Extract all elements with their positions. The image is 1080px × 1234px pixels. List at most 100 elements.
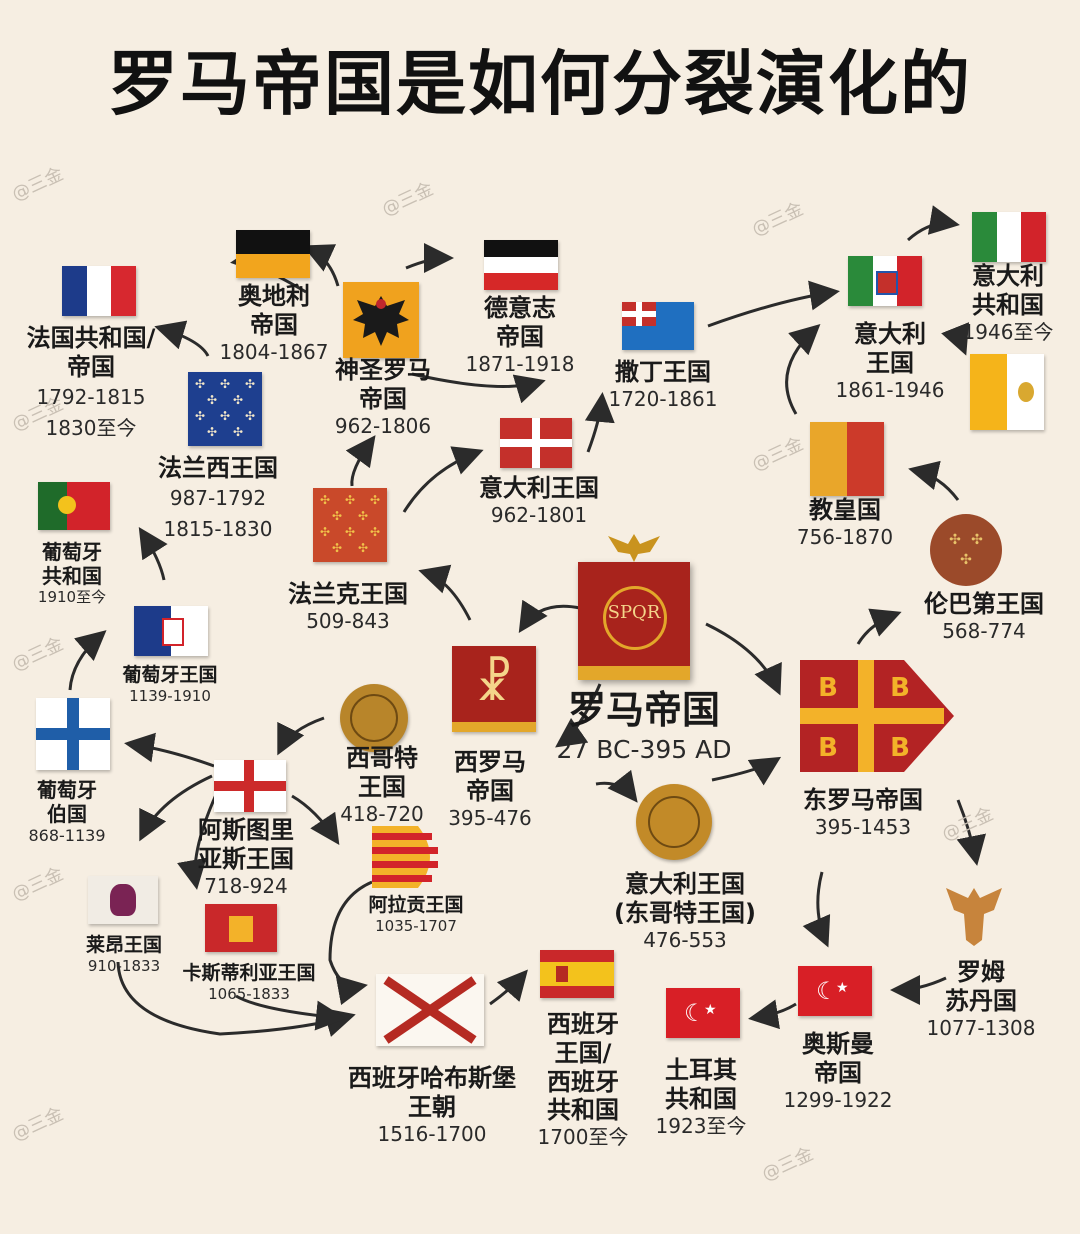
- connector-arrow: [68, 630, 107, 691]
- node-lombard: 伦巴第王国 568-774: [910, 590, 1058, 644]
- node-papal-years: 756-1870: [796, 524, 894, 549]
- node-papal-name: 教皇国: [809, 496, 881, 524]
- connector-arrow: [584, 392, 615, 453]
- svg-text:B: B: [890, 733, 910, 763]
- svg-text:✣: ✣: [245, 409, 255, 423]
- node-habsburg-spain-name: 西班牙哈布斯堡 王朝: [348, 1064, 516, 1121]
- node-ostrogoth-name: 意大利王国 (东哥特王国): [614, 870, 756, 927]
- connector-arrow: [138, 526, 168, 581]
- leon-flag: [88, 876, 158, 924]
- node-austria-years: 1804-1867: [219, 339, 329, 364]
- svg-text:✣: ✣: [332, 541, 342, 555]
- node-castile-name: 卡斯蒂利亚王国: [182, 962, 316, 984]
- turkey-flag: ☾ ★: [666, 988, 740, 1038]
- node-ottoman-years: 1299-1922: [783, 1087, 893, 1112]
- connector-arrow: [705, 622, 782, 696]
- node-hre-name: 神圣罗马 帝国: [335, 356, 431, 413]
- node-roman-empire: 罗马帝国 27 BC-395 AD: [546, 688, 742, 765]
- papal-states-flag: [810, 422, 884, 496]
- holy-roman-empire-flag: [343, 282, 419, 358]
- node-germany-name: 德意志 帝国: [484, 294, 556, 351]
- svg-text:✣: ✣: [949, 532, 961, 548]
- node-visigoth-name: 西哥特 王国: [346, 744, 418, 801]
- connector-arrow: [139, 774, 213, 842]
- node-frank: 法兰克王国 509-843: [272, 580, 424, 634]
- connector-arrow: [595, 769, 638, 803]
- connector-arrow: [518, 599, 581, 634]
- connector-arrow: [489, 969, 528, 1006]
- connector-arrow: [345, 435, 376, 487]
- node-west-rome-name: 西罗马 帝国: [454, 748, 526, 805]
- node-west-rome-years: 395-476: [448, 805, 532, 830]
- aragon-flag: [372, 826, 442, 888]
- svg-text:✣: ✣: [195, 377, 205, 391]
- node-italy-republic-years: 1946至今: [962, 319, 1054, 344]
- node-germany: 德意志 帝国 1871-1918: [450, 294, 590, 377]
- connector-arrow: [302, 244, 340, 287]
- vatican-flag: [970, 354, 1044, 430]
- asturias-flag: [214, 760, 286, 812]
- node-leon: 莱昂王国 910-1833: [66, 934, 182, 976]
- node-frank-name: 法兰克王国: [288, 580, 408, 608]
- connector-arrow: [555, 683, 602, 748]
- node-france-republic-name: 法国共和国/ 帝国: [26, 324, 156, 381]
- page-title: 罗马帝国是如何分裂演化的: [108, 43, 972, 125]
- node-portugal-county-years: 868-1139: [28, 826, 106, 845]
- node-asturias: 阿斯图里 亚斯王国 718-924: [184, 816, 308, 899]
- spain-flag: [540, 950, 614, 998]
- ostrogoth-coin: [636, 784, 712, 860]
- portugal-county-flag: [36, 698, 110, 770]
- connector-arrow: [411, 372, 546, 404]
- node-asturias-years: 718-924: [204, 873, 288, 898]
- node-ostrogoth-years: 476-553: [643, 927, 727, 952]
- svg-text:B: B: [818, 673, 838, 703]
- connector-arrow: [908, 460, 960, 501]
- node-habsburg-spain: 西班牙哈布斯堡 王朝 1516-1700: [336, 1064, 528, 1147]
- connector-arrow: [748, 999, 797, 1030]
- node-visigoth-years: 418-720: [340, 801, 424, 826]
- svg-text:✣: ✣: [207, 393, 217, 407]
- node-france-kingdom-years: 987-1792 1815-1830: [163, 485, 273, 541]
- node-hre: 神圣罗马 帝国 962-1806: [318, 356, 448, 439]
- node-byzantine-years: 395-1453: [814, 814, 912, 839]
- svg-text:✣: ✣: [320, 525, 330, 539]
- svg-text:✣: ✣: [220, 377, 230, 391]
- roman-empire-name: 罗马帝国: [567, 688, 720, 732]
- connector-arrow: [277, 716, 325, 756]
- connector-arrow: [291, 794, 340, 845]
- connector-arrow: [802, 871, 831, 948]
- node-france-kingdom: 法兰西王国 987-1792 1815-1830: [144, 454, 292, 545]
- node-sardinia: 撒丁王国 1720-1861: [592, 358, 734, 412]
- node-portugal-republic-name: 葡萄牙 共和国: [42, 540, 102, 588]
- svg-text:✣: ✣: [233, 393, 243, 407]
- node-portugal-kingdom-name: 葡萄牙王国: [122, 664, 218, 686]
- node-turkey-name: 土耳其 共和国: [665, 1056, 737, 1113]
- node-portugal-county-name: 葡萄牙 伯国: [37, 778, 97, 826]
- node-lombard-years: 568-774: [942, 618, 1026, 643]
- visigoth-coin: [340, 684, 408, 752]
- lombard-kingdom-emblem: ✣✣✣: [930, 514, 1002, 586]
- node-france-republic-years: 1792-1815 1830至今: [36, 384, 146, 440]
- medieval-italy-flag: [500, 418, 572, 468]
- connector-arrow: [235, 994, 346, 1031]
- svg-text:✣: ✣: [358, 541, 368, 555]
- node-italy-medieval: 意大利王国 962-1801: [464, 474, 614, 528]
- svg-text:✣: ✣: [233, 425, 243, 439]
- connector-arrow: [785, 323, 821, 415]
- connector-arrow: [711, 756, 782, 786]
- node-portugal-republic-years: 1910至今: [37, 588, 107, 606]
- node-sardinia-name: 撒丁王国: [615, 358, 711, 386]
- node-austria: 奥地利 帝国 1804-1867: [200, 282, 348, 365]
- node-rum-name: 罗姆 苏丹国: [945, 958, 1017, 1015]
- spqr-text: SPQR: [607, 602, 661, 623]
- node-ottoman-name: 奥斯曼 帝国: [802, 1030, 874, 1087]
- node-leon-years: 910-1833: [87, 956, 161, 975]
- connector-arrow: [154, 320, 210, 357]
- node-sardinia-years: 1720-1861: [608, 386, 718, 411]
- node-italy-republic: 意大利 共和国 1946至今: [950, 262, 1066, 345]
- connector-arrow: [941, 322, 970, 356]
- connector-arrow: [402, 446, 484, 513]
- node-frank-years: 509-843: [306, 608, 390, 633]
